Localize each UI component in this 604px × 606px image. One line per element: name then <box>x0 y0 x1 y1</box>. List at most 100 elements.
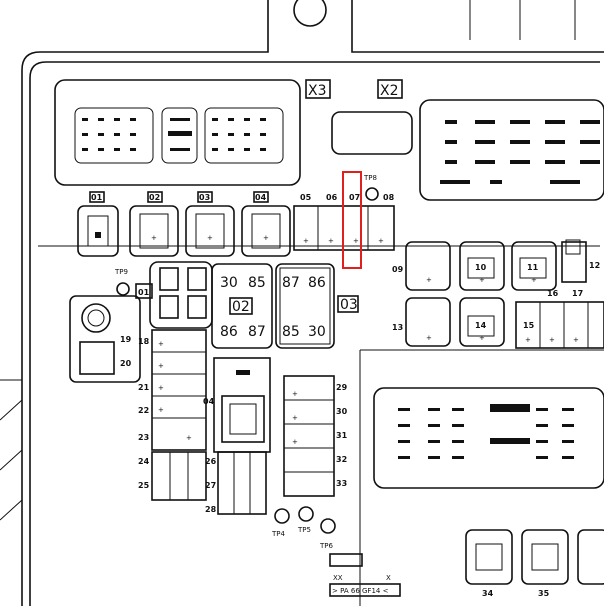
tp6-point <box>320 518 336 534</box>
right-fuse-grid: + + + + + +++ 09 10 11 12 13 14 15 16 17 <box>392 239 604 349</box>
svg-text:+: + <box>328 237 334 245</box>
fuse-label-21: 21 <box>138 383 150 392</box>
svg-text:+: + <box>426 334 432 342</box>
fuse-label-27: 27 <box>205 481 216 490</box>
svg-text:+: + <box>353 237 359 245</box>
fuse-label-07: 07 <box>349 193 360 202</box>
tp9-point <box>116 282 130 296</box>
svg-text:+: + <box>158 340 164 348</box>
r02-pin-87: 87 <box>248 324 266 340</box>
fuse-label-29: 29 <box>336 383 348 392</box>
x3-label-box <box>305 79 331 99</box>
relay-03: 87 86 85 30 <box>275 263 335 349</box>
r03-pin-87: 87 <box>282 275 300 291</box>
svg-text:+: + <box>479 334 485 342</box>
fuse-label-31: 31 <box>336 431 348 440</box>
x2-pins <box>440 120 600 184</box>
r03-pin-30: 30 <box>308 324 326 340</box>
tp5-label: TP5 <box>297 526 311 534</box>
r02-pin-86: 86 <box>220 324 238 340</box>
fuse-label-13: 13 <box>392 323 403 332</box>
svg-text:+: + <box>186 434 192 442</box>
left-ribs <box>0 379 23 521</box>
svg-text:+: + <box>292 414 298 422</box>
svg-text:+: + <box>158 384 164 392</box>
label-01: 01 <box>138 288 150 297</box>
tp4-point <box>274 508 290 524</box>
r02-id: 02 <box>232 299 250 315</box>
svg-text:+: + <box>158 362 164 370</box>
bottom-fuses: 34 35 <box>465 529 604 598</box>
svg-text:+: + <box>549 336 555 344</box>
x2-label-box <box>377 79 403 99</box>
fuse-label-04: 04 <box>255 193 267 202</box>
fuse-label-18: 18 <box>138 337 150 346</box>
svg-text:+: + <box>531 276 537 284</box>
fuse-label-16: 16 <box>547 289 559 298</box>
x2-label: X2 <box>380 83 399 99</box>
connector-xx-label: XX <box>333 574 343 582</box>
left-fuse-column: +++++ 18 19 20 21 22 23 24 25 26 27 28 <box>120 329 267 515</box>
r02-pin-30: 30 <box>220 275 238 291</box>
fuse-label-06: 06 <box>326 193 338 202</box>
r02-pin-85: 85 <box>248 275 266 291</box>
r03-pin-86: 86 <box>308 275 326 291</box>
housing-outline <box>21 0 604 606</box>
fuse-label-23: 23 <box>138 433 149 442</box>
fuse-label-02: 02 <box>149 193 160 202</box>
svg-text:+: + <box>292 390 298 398</box>
lower-right-frame <box>359 349 604 606</box>
x3-pins <box>82 118 266 151</box>
fuse-label-09: 09 <box>392 265 404 274</box>
left-fuse-block <box>149 261 213 329</box>
fuse-label-30: 30 <box>336 407 348 416</box>
fuse-label-05: 05 <box>300 193 312 202</box>
housing-inner-outline <box>29 61 600 606</box>
svg-text:+: + <box>426 276 432 284</box>
fuse-label-12: 12 <box>589 261 600 270</box>
bottom-blank-box <box>329 553 363 567</box>
connector-x-label: X <box>386 574 391 582</box>
fuse-label-17: 17 <box>572 289 583 298</box>
material-label: > PA 66 GF14 < <box>332 587 389 595</box>
material-label-box <box>329 583 401 597</box>
highlight-fuse-07 <box>342 171 362 269</box>
fuse-label-33: 33 <box>336 479 347 488</box>
fuse-label-19: 19 <box>120 335 132 344</box>
fuse-label-24: 24 <box>138 457 150 466</box>
fuse-label-03: 03 <box>199 193 210 202</box>
svg-text:+: + <box>263 234 269 242</box>
fuse-label-22: 22 <box>138 406 149 415</box>
svg-text:+: + <box>303 237 309 245</box>
svg-text:+: + <box>158 406 164 414</box>
top-fuse-row: + + + + + + + <box>77 205 395 257</box>
x3-pinblock-center <box>161 107 198 164</box>
fuse-label-15: 15 <box>523 321 535 330</box>
fuse-label-35: 35 <box>538 589 550 598</box>
fuse-label-32: 32 <box>336 455 347 464</box>
top-ribs <box>469 0 576 40</box>
svg-text:+: + <box>207 234 213 242</box>
x2-window <box>331 111 413 155</box>
fuse-label-20: 20 <box>120 359 132 368</box>
x3-pinblock-right <box>204 107 284 164</box>
mid-fuse-column: +++ 29 30 31 32 33 <box>283 375 348 497</box>
svg-text:+: + <box>479 276 485 284</box>
svg-text:+: + <box>573 336 579 344</box>
lower-connector <box>373 387 604 489</box>
relay-02: 30 85 02 86 87 <box>211 263 273 349</box>
mount-hole <box>293 0 327 27</box>
svg-text:+: + <box>378 237 384 245</box>
label-01-box <box>135 283 153 299</box>
lower-connector-pins <box>398 404 574 459</box>
tp9-label: TP9 <box>114 268 128 276</box>
tp8-label: TP8 <box>363 174 377 182</box>
relay-03-id-box <box>337 295 359 313</box>
svg-text:+: + <box>151 234 157 242</box>
fuse-label-11: 11 <box>527 263 539 272</box>
fuse-label-10: 10 <box>475 263 487 272</box>
label-04: 04 <box>203 397 215 406</box>
knob-inner <box>87 309 105 327</box>
